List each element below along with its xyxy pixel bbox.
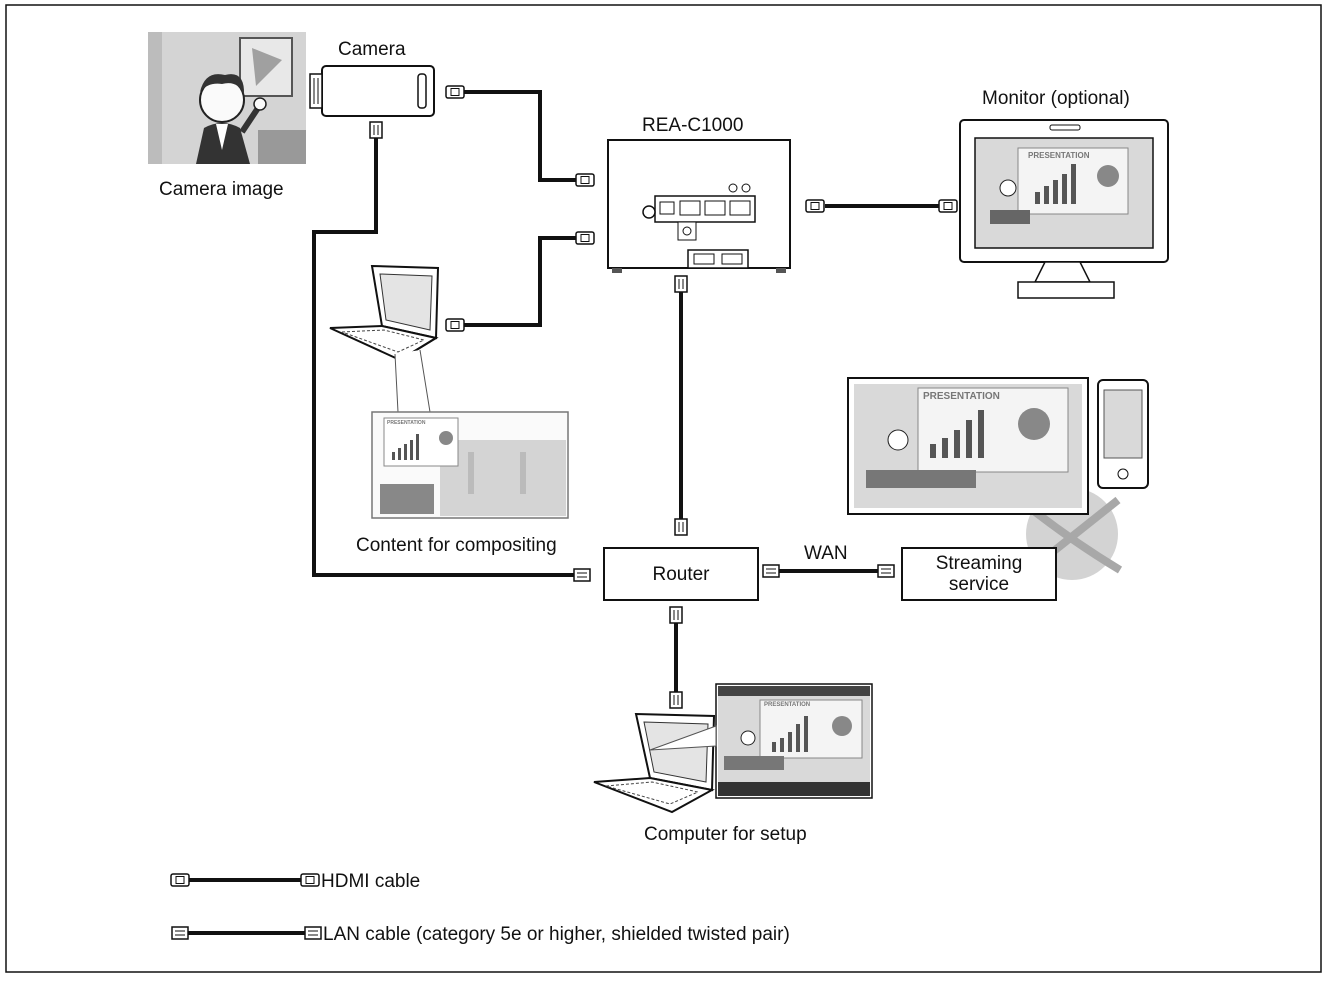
- lan-cable-camera: [312, 134, 575, 577]
- hdmi-plug-laptop: [445, 318, 465, 332]
- content-presentation-text: PRESENTATION: [387, 420, 426, 426]
- hdmi-plug-camera: [445, 85, 465, 99]
- camera-image-illustration: [148, 32, 306, 164]
- legend-hdmi-plug-left: [170, 873, 190, 887]
- content-label: Content for compositing: [356, 535, 557, 556]
- hdmi-cable-laptop: [462, 236, 578, 327]
- hdmi-plug-rea-in1: [575, 173, 595, 187]
- computer-label: Computer for setup: [644, 824, 807, 845]
- content-laptop: [329, 264, 440, 362]
- legend-lan-plug-left: [171, 926, 189, 940]
- lan-plug-streaming: [877, 564, 895, 578]
- legend: [170, 873, 322, 940]
- setup-presentation-text: PRESENTATION: [764, 702, 811, 708]
- streaming-tv: [847, 377, 1089, 515]
- hdmi-plug-rea-out: [805, 199, 825, 213]
- camera-image-label: Camera image: [159, 179, 284, 200]
- lan-plug-camera: [369, 121, 383, 139]
- monitor-device: [959, 119, 1169, 299]
- lan-plug-router-top: [674, 518, 688, 536]
- legend-lan-plug-right: [304, 926, 322, 940]
- rea-c1000-label: REA-C1000: [642, 115, 744, 136]
- streaming-phone: [1097, 379, 1149, 489]
- hdmi-plug-rea-in2: [575, 231, 595, 245]
- outer-frame: [5, 4, 1322, 973]
- cables: [312, 90, 942, 697]
- monitor-presentation-text: PRESENTATION: [1028, 151, 1090, 160]
- lan-plug-setup: [669, 691, 683, 709]
- camera-device: [309, 65, 435, 117]
- hdmi-plug-monitor: [938, 199, 958, 213]
- setup-laptop: [593, 712, 716, 814]
- setup-screen: [715, 683, 873, 799]
- lan-plug-router-left: [573, 568, 591, 582]
- tv-presentation-text: PRESENTATION: [923, 391, 1000, 402]
- streaming-label-line2: service: [948, 574, 1010, 595]
- monitor-label: Monitor (optional): [982, 88, 1130, 109]
- content-image: [371, 411, 569, 519]
- legend-hdmi-plug-right: [300, 873, 320, 887]
- rea-c1000-device: [607, 139, 791, 273]
- camera-label: Camera: [338, 39, 406, 60]
- wan-label: WAN: [804, 543, 848, 564]
- streaming-label-line1: Streaming: [935, 553, 1023, 574]
- hdmi-cable-camera: [462, 90, 578, 182]
- lan-plug-router-bottom: [669, 606, 683, 624]
- legend-lan-label: LAN cable (category 5e or higher, shield…: [323, 924, 790, 945]
- router-label: Router: [652, 564, 710, 585]
- streaming-box: [901, 547, 1057, 601]
- lan-plug-rea: [674, 275, 688, 293]
- legend-hdmi-label: HDMI cable: [321, 871, 421, 892]
- lan-plug-router-right: [762, 564, 780, 578]
- router-box: [603, 547, 759, 601]
